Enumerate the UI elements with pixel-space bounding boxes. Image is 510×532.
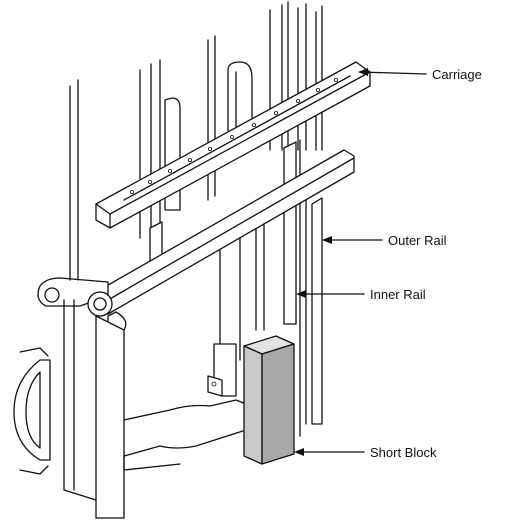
carriage-arrowhead	[358, 68, 368, 76]
short-block-arrowhead	[294, 448, 304, 456]
clamp-ring	[13, 347, 51, 475]
outer-rail-uprights	[139, 1, 323, 239]
pivot-bracket	[37, 277, 127, 333]
lift-cylinder	[207, 343, 237, 397]
carriage-bar	[95, 61, 371, 229]
outer-rail-arrowhead	[322, 236, 332, 244]
label-carriage: Carriage	[432, 67, 482, 82]
inner-rail-arrowhead	[296, 290, 306, 298]
short-block	[243, 335, 295, 465]
label-inner-rail: Inner Rail	[370, 287, 426, 302]
left-mast-column	[63, 79, 125, 519]
carriage-notches	[129, 78, 338, 194]
label-outer-rail: Outer Rail	[388, 233, 447, 248]
callout-leaders	[294, 68, 427, 456]
label-short-block: Short Block	[370, 445, 437, 460]
